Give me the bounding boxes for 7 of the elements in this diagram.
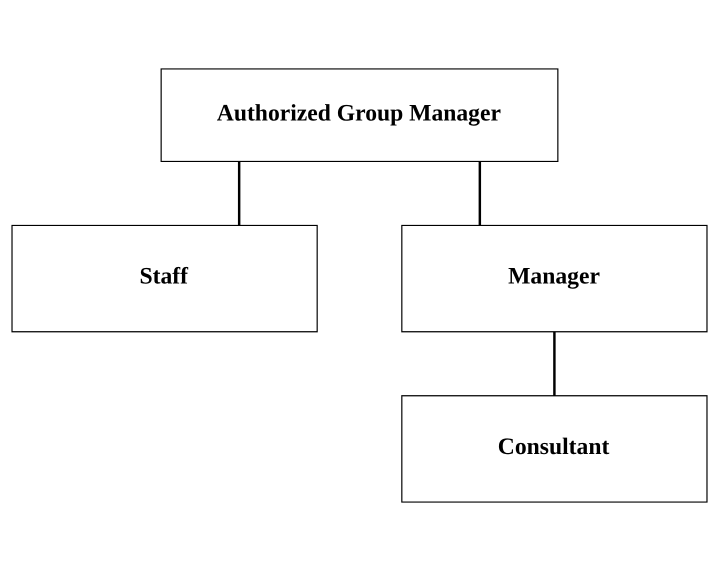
node-box: Manager xyxy=(401,224,708,332)
node-box: Staff xyxy=(11,224,318,332)
connector xyxy=(478,162,482,226)
node-box: Authorized Group Manager xyxy=(160,68,558,162)
connector xyxy=(553,332,556,396)
node-box: Consultant xyxy=(401,395,708,503)
connector xyxy=(238,162,240,226)
